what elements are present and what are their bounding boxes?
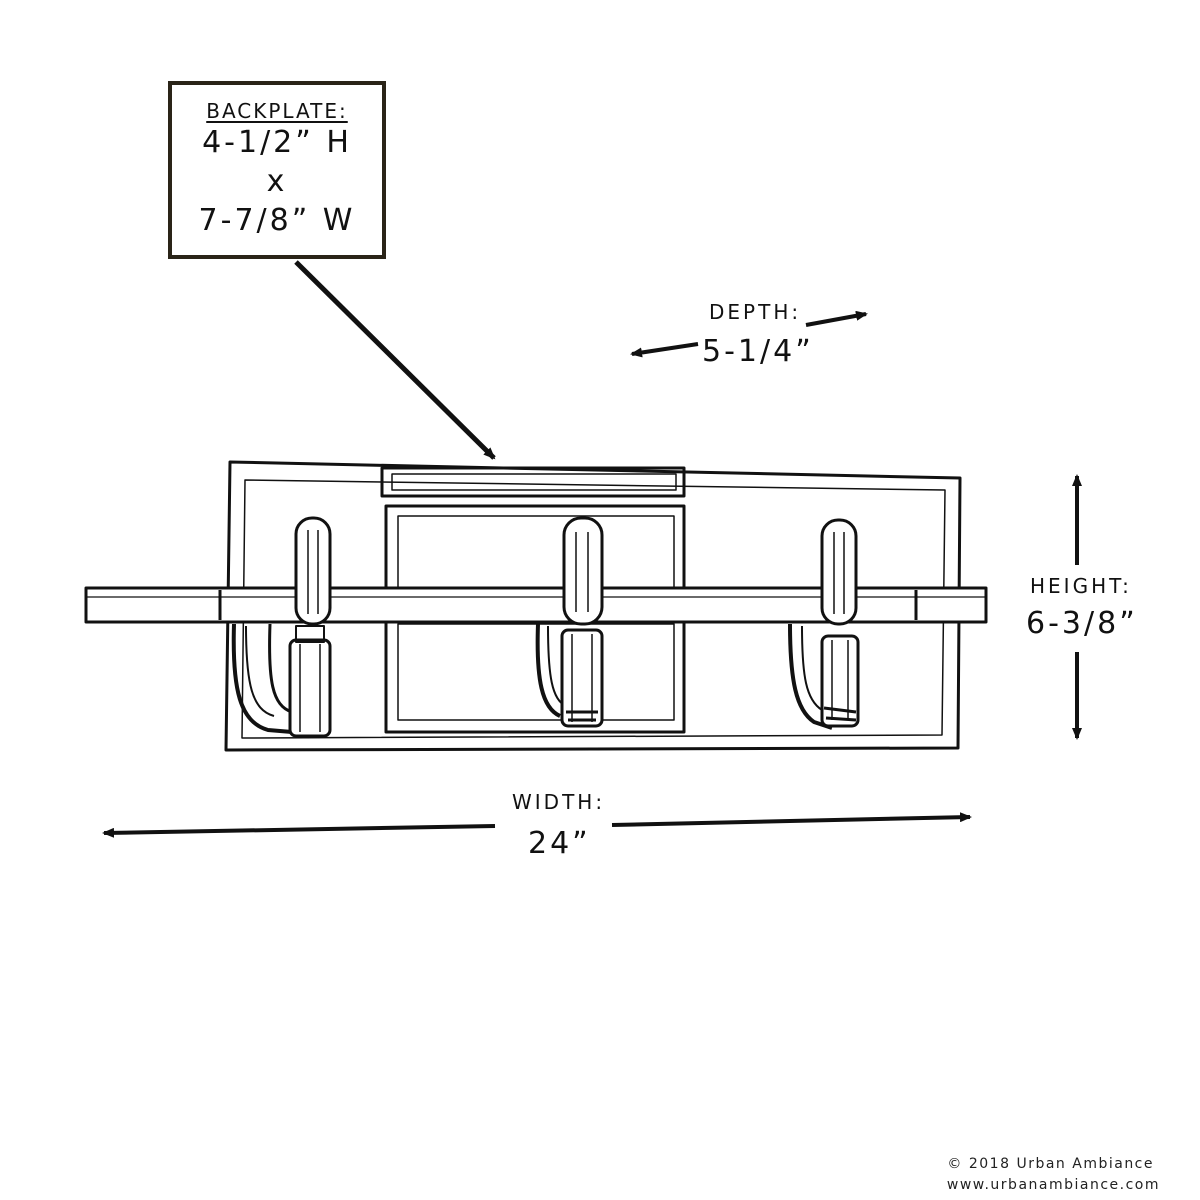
width-label: WIDTH: (512, 790, 606, 814)
socket-right (820, 634, 860, 728)
width-arrow-right (611, 812, 972, 827)
socket-left (288, 638, 332, 738)
backplate-callout-box: BACKPLATE: 4-1/2” H x 7-7/8” W (168, 81, 386, 259)
bulb-right (820, 518, 858, 626)
bulb-left (294, 516, 332, 626)
height-value: 6-3/8” (1026, 606, 1138, 641)
depth-value: 5-1/4” (702, 334, 814, 369)
website-text: www.urbanambiance.com (946, 1177, 1160, 1193)
fixture-drawing (84, 460, 988, 752)
backplate-width-line: 7-7/8” W (198, 203, 356, 238)
backplate-leader-arrow (294, 260, 496, 460)
backplate-x-line: x (266, 164, 288, 199)
depth-label: DEPTH: (709, 300, 802, 324)
height-label: HEIGHT: (1030, 574, 1132, 598)
bulb-middle (562, 516, 604, 626)
backplate-height-line: 4-1/2” H (202, 125, 352, 160)
backplate-heading: BACKPLATE: (206, 99, 348, 123)
copyright-text: © 2018 Urban Ambiance (947, 1156, 1154, 1172)
depth-arrow-right (805, 310, 868, 327)
width-value: 24” (528, 826, 591, 861)
backplate-outline (224, 460, 962, 752)
width-arrow-left (102, 824, 496, 838)
depth-arrow-left (630, 342, 699, 358)
